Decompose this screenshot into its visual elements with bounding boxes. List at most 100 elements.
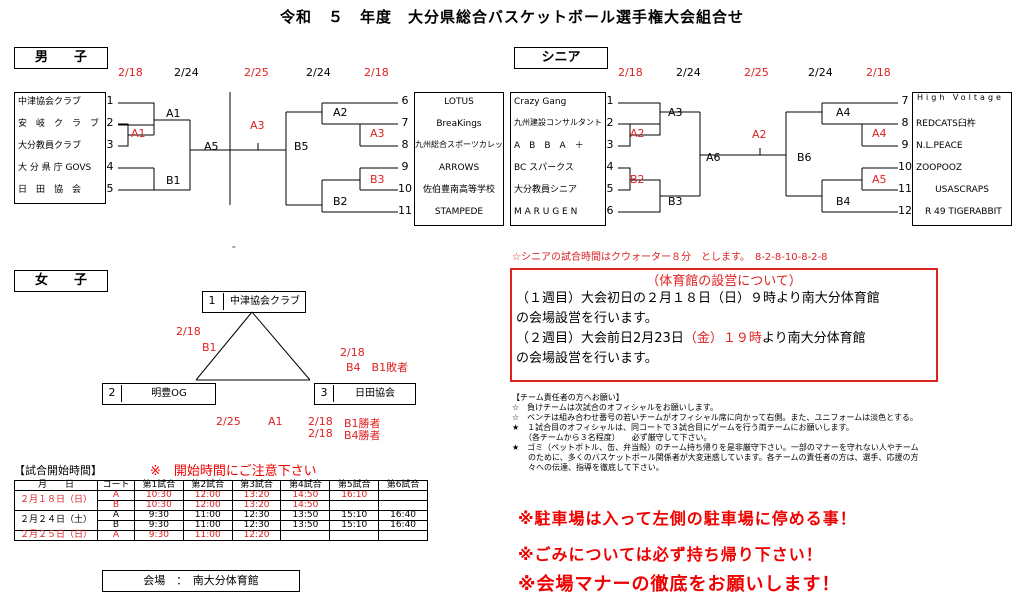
manners-warning: ※会場マナーの徹底をお願いします！: [518, 574, 841, 595]
match-code: A2: [630, 127, 645, 140]
men-left-team-box: 中津協会クラブ 安 岐 ク ラ ブ 大分教員クラブ 大 分 県 庁 GOVS 日…: [14, 92, 106, 204]
venue-label: 会場 ： 南大分体育館: [102, 570, 300, 592]
notice-line: （１週目）大会初日の２月１８日（日）９時より南大分体育館: [516, 291, 880, 306]
team-name: USASCRAPS: [935, 185, 989, 195]
match-code: A1: [268, 415, 283, 428]
seed-number: 8: [401, 138, 409, 151]
seed-number: 6: [401, 94, 409, 107]
match-code: A6: [706, 151, 721, 164]
table-row: B 9:30 11:00 12:30 13:50 15:10 16:40: [15, 520, 428, 531]
seed-number: 1: [106, 94, 114, 107]
match-code: B2: [333, 195, 348, 208]
seed-number: 9: [901, 138, 909, 151]
team-rules: 【チーム責任者の方へお願い】 ☆ 負けチームは次試合のオフィシャルをお願いします…: [512, 393, 1012, 473]
senior-date-2: 2/24: [676, 66, 701, 79]
senior-bracket-lines: [618, 102, 898, 213]
senior-right-team-box: High Voltage REDCATS臼杵 N.L.PEACE ZOOPOOZ…: [912, 92, 1012, 226]
match-code: A1: [166, 107, 181, 120]
team-name: 佐伯豊南高等学校: [422, 185, 495, 195]
men-date-1: 2/18: [118, 66, 143, 79]
men-bracket-lines: [118, 92, 398, 213]
seed-number: 3: [320, 386, 328, 399]
senior-label: シニア: [514, 47, 608, 69]
team-name: 九州総合スポーツカレッジ: [415, 140, 503, 149]
rules-item: ☆ ベンチは組み合わせ番号の若いチームがオフィシャル席に向かって右側。また、ユニ…: [512, 413, 918, 422]
rules-item: 々への伝達、指導を徹底して下さい。: [512, 463, 664, 472]
senior-left-team-box: Crazy Gang 九州建設コンサルタント A B B A ＋ BC スパーク…: [510, 92, 606, 226]
match-code: B1: [166, 174, 181, 187]
rules-item: のために、多くのバスケットボール関係者が大変迷惑しています。各チームの責任者の方…: [512, 453, 919, 462]
seed-number: 3: [106, 138, 114, 151]
team-name: Crazy Gang: [514, 97, 567, 107]
match-code: B2: [630, 173, 645, 186]
match-code: A3: [370, 127, 385, 140]
match-code: A5: [204, 140, 219, 153]
seed-number: 11: [898, 182, 912, 195]
senior-date-1: 2/18: [618, 66, 643, 79]
seed-number: 2: [106, 116, 114, 129]
team-name: 大分教員シニア: [514, 185, 578, 195]
women-team-3: 3 日田協会: [314, 383, 416, 405]
team-name: 日田協会: [333, 385, 416, 402]
schedule-heading: 【試合開始時間】: [14, 464, 102, 477]
seed-number: 10: [398, 182, 412, 195]
team-name: High Voltage: [917, 93, 1004, 102]
men-date-4: 2/24: [306, 66, 331, 79]
notice-title: （体育館の設営について）: [646, 274, 802, 289]
match-code: B4勝者: [344, 429, 381, 442]
seed-number: 10: [898, 160, 912, 173]
match-date: 2/18: [340, 346, 365, 359]
men-date-3: 2/25: [244, 66, 269, 79]
team-name: 中津協会クラブ: [223, 293, 300, 310]
team-name: 日 田 協 会: [18, 185, 82, 195]
match-code: A3: [668, 106, 683, 119]
match-code: A2: [333, 106, 348, 119]
team-name: BC スパークス: [514, 163, 574, 173]
team-name: REDCATS臼杵: [916, 119, 976, 129]
team-name: STAMPEDE: [434, 207, 484, 217]
parking-warning: ※駐車場は入って左側の駐車場に停める事！: [518, 509, 857, 528]
match-code: B3: [370, 173, 385, 186]
match-code: B4 B1敗者: [346, 361, 409, 374]
seed-number: 6: [606, 204, 614, 217]
match-code: A3: [250, 119, 265, 132]
table-row: ２月１８日（日） A 10:30 12:00 13:20 14:50 16:10: [14, 490, 428, 511]
team-name: 九州建設コンサルタント: [514, 118, 602, 127]
match-code: B3: [668, 195, 683, 208]
seed-number: 2: [108, 386, 116, 399]
women-team-1: 1 中津協会クラブ: [202, 291, 306, 313]
rules-item: ★ ゴミ（ペットボトル、缶、弁当殻）のチーム持ち帰りを是非厳守下さい。一部のマナ…: [512, 443, 919, 452]
match-code: B1: [202, 341, 217, 354]
team-name: ARROWS: [438, 163, 480, 173]
team-name: M A R U G E N: [514, 207, 578, 217]
men-right-team-box: LOTUS BreaKings 九州総合スポーツカレッジ ARROWS 佐伯豊南…: [414, 92, 504, 226]
rules-item: ★ １試合目のオフィシャルは、同コートで３試合目にゲームを行う両チームにお願いし…: [512, 423, 854, 432]
match-code: A4: [836, 106, 851, 119]
match-code: A4: [872, 127, 887, 140]
seed-number: 5: [106, 182, 114, 195]
team-name: 大 分 県 庁 GOVS: [18, 163, 92, 173]
senior-date-4: 2/24: [808, 66, 833, 79]
match-date: 2/18: [176, 325, 201, 338]
match-date: 2/25: [216, 415, 241, 428]
team-name: ZOOPOOZ: [916, 163, 963, 173]
seed-number: 1: [208, 294, 216, 307]
seed-number: 4: [106, 160, 114, 173]
notice-line: の会場設営を行います。: [516, 351, 658, 366]
seed-number: 8: [901, 116, 909, 129]
seed-number: 9: [401, 160, 409, 173]
schedule-caution: ※ 開始時間にご注意下さい: [150, 464, 317, 479]
senior-note: ☆シニアの試合時間はクウォーター８分 とします。 8-2-8-10-8-2-8: [512, 252, 828, 263]
notice-line: の会場設営を行います。: [516, 311, 658, 326]
table-row: B 10:30 12:00 13:20 14:50: [15, 500, 428, 511]
match-date: 2/18: [308, 427, 333, 440]
venue-setup-notice: （体育館の設営について） （１週目）大会初日の２月１８日（日）９時より南大分体育…: [510, 268, 938, 382]
women-team-2: 2 明豊OG: [102, 383, 216, 405]
seed-number: 1: [606, 94, 614, 107]
page-title: 令和 ５ 年度 大分県総合バスケットボール選手権大会組合せ: [279, 8, 744, 26]
rules-item: （各チームから３名程度） 必ず厳守して下さい。: [512, 433, 712, 442]
team-name: LOTUS: [444, 97, 474, 107]
team-name: BreaKings: [436, 119, 482, 129]
seed-number: 3: [606, 138, 614, 151]
team-name: 明豊OG: [121, 385, 216, 402]
